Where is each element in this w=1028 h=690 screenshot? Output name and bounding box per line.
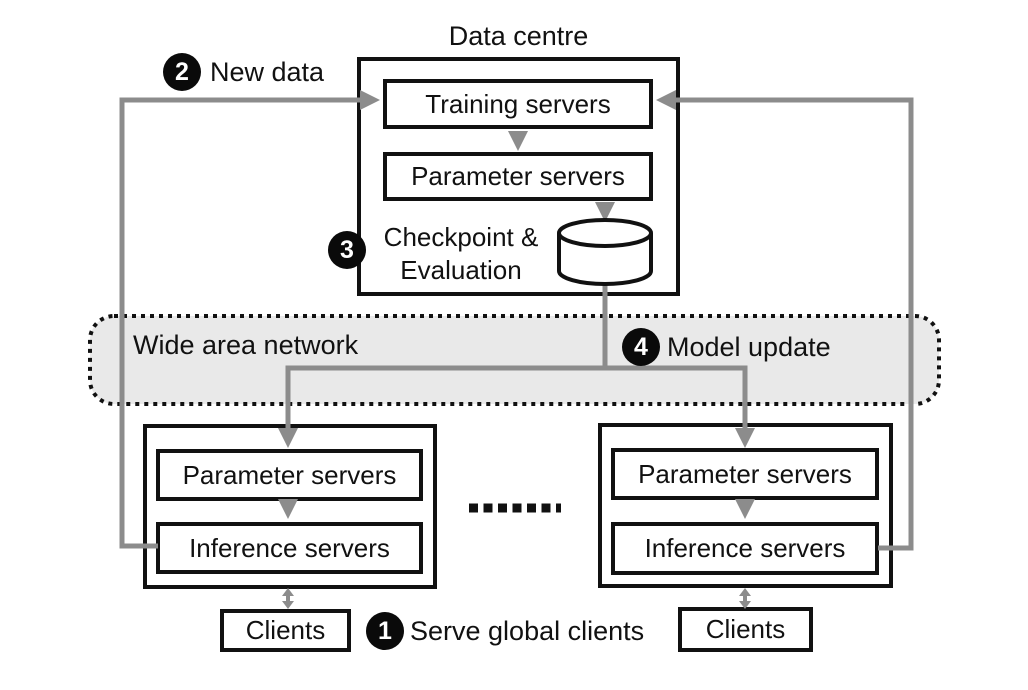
right-inference-servers-box: Inference servers <box>611 522 879 575</box>
step-3-badge: 3 <box>328 231 366 269</box>
right-parameter-servers-box: Parameter servers <box>611 448 879 500</box>
checkpoint-line2: Evaluation <box>400 255 522 285</box>
right-clients-double-arrow <box>739 588 751 609</box>
dc-parameter-servers-box: Parameter servers <box>383 152 653 201</box>
left-inference-servers-box: Inference servers <box>156 522 423 574</box>
data-centre-title: Data centre <box>448 21 589 51</box>
step-4-badge: 4 <box>622 328 660 366</box>
training-servers-box: Training servers <box>383 79 653 129</box>
model-update-label: Model update <box>667 332 831 362</box>
left-parameter-servers-box: Parameter servers <box>156 449 423 501</box>
wan-label: Wide area network <box>133 330 359 360</box>
step-2-badge: 2 <box>163 53 201 91</box>
serve-global-clients-label: Serve global clients <box>410 616 645 646</box>
checkpoint-line1: Checkpoint & <box>383 222 539 252</box>
checkpoint-evaluation-label: Checkpoint & Evaluation <box>363 221 559 287</box>
right-clients-box: Clients <box>678 607 813 652</box>
new-data-label: New data <box>210 57 325 87</box>
left-clients-box: Clients <box>220 609 351 652</box>
step-1-badge: 1 <box>366 612 404 650</box>
left-clients-double-arrow <box>282 588 294 609</box>
